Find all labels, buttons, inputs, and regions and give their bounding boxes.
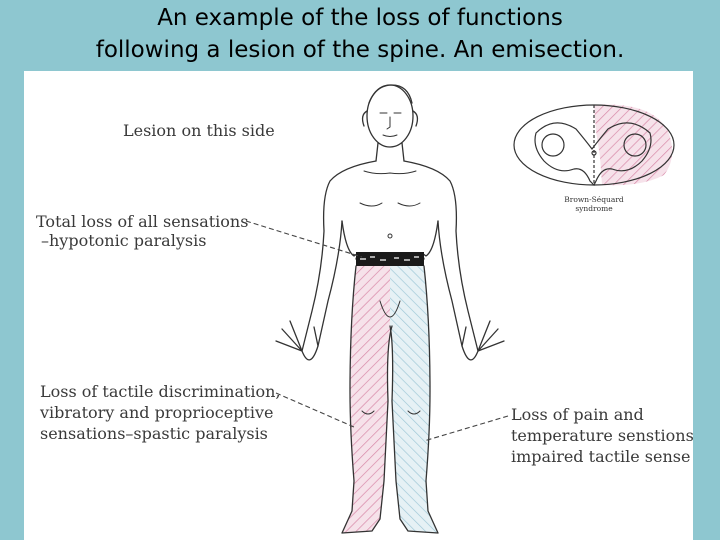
leader-tactile [275,392,355,428]
ipsilateral-leg-region [342,266,392,533]
leader-total-loss [245,220,363,258]
hair [368,84,413,104]
right-hand [461,320,505,361]
grey-matter [534,122,652,187]
right-ear [412,110,419,127]
label-pain-3: impaired tactile sense [511,447,691,466]
cord-right-half-shading [594,104,673,186]
lesion-band [356,252,424,266]
neck [375,142,405,162]
title-line-1: An example of the loss of functions [157,5,563,31]
inset-caption: Brown-Séquard syndrome [554,195,634,213]
leader-pain [423,415,509,442]
spinal-cord-inset [513,104,675,187]
label-total-loss-1: Total loss of all sensations [36,212,249,231]
legs-outline [341,265,439,534]
body-figure [275,84,505,361]
slide-title: An example of the loss of functions foll… [0,2,720,66]
torso-right [403,160,479,352]
body-left-side [341,220,359,257]
label-tactile-1: Loss of tactile discrimination, [40,382,281,401]
label-tactile-3: sensations–spastic paralysis [40,424,268,443]
contralateral-leg-region [390,266,438,533]
left-inner-arm [317,220,343,347]
torso-left [301,160,377,352]
left-hand [275,320,319,361]
label-total-loss-2: –hypotonic paralysis [41,231,207,250]
body-right-side [421,220,439,257]
title-line-2: following a lesion of the spine. An emis… [95,37,625,63]
brown-sequard-illustration [245,84,675,534]
label-pain-2: temperature senstions [511,426,694,445]
left-ear [361,110,368,127]
diagram-panel: Lesion on this side Total loss of all se… [24,71,694,540]
label-lesion-side: Lesion on this side [123,121,275,140]
inset-caption-line-1: Brown-Séquard [564,195,624,204]
inset-caption-line-2: syndrome [575,204,613,213]
leader-lines [245,220,509,442]
label-tactile-2: vibratory and proprioceptive [40,403,274,422]
label-pain-1: Loss of pain and [511,405,644,424]
right-inner-arm [437,220,463,347]
